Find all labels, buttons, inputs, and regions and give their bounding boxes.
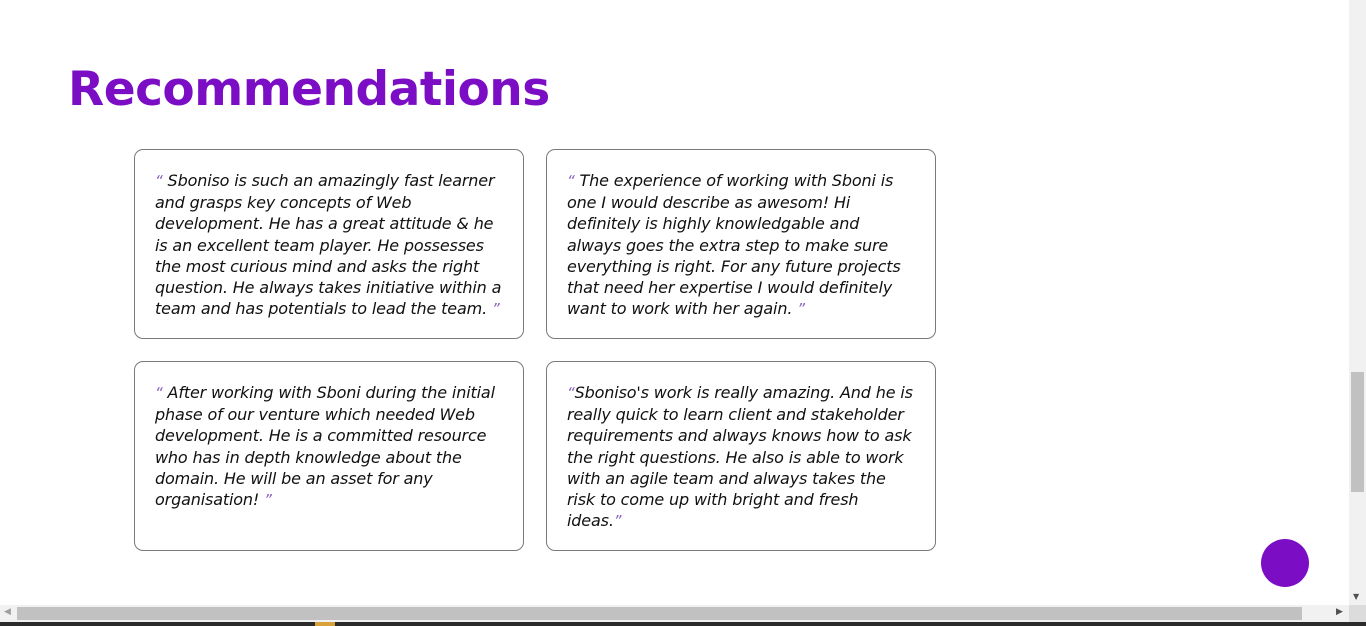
open-quote-icon: “ [567, 172, 575, 190]
recommendation-text: “ Sboniso is such an amazingly fast lear… [155, 170, 505, 320]
close-quote-icon: ” [613, 512, 622, 531]
close-quote-icon: ” [797, 300, 805, 319]
recommendation-text: “ After working with Sboni during the in… [155, 382, 505, 511]
recommendation-text: “ The experience of working with Sboni i… [567, 170, 917, 320]
scrollbar-corner [1349, 605, 1366, 622]
recommendation-text: “Sboniso's work is really amazing. And h… [567, 382, 917, 532]
close-quote-icon: ” [264, 491, 272, 510]
recommendation-card: “ Sboniso is such an amazingly fast lear… [134, 149, 524, 339]
section-title: Recommendations [68, 62, 550, 117]
taskbar-highlight [315, 622, 335, 626]
floating-action-button[interactable] [1261, 539, 1309, 587]
page-viewport: Recommendations “ Sboniso is such an ama… [68, 62, 1309, 587]
scroll-right-icon[interactable]: ▶ [1336, 607, 1343, 617]
recommendation-card: “ After working with Sboni during the in… [134, 361, 524, 551]
open-quote-icon: “ [155, 384, 163, 402]
scroll-down-icon[interactable]: ▼ [1353, 592, 1360, 601]
horizontal-scrollbar[interactable]: ◀ ▶ [0, 605, 1349, 622]
recommendation-body: After working with Sboni during the init… [155, 383, 495, 510]
recommendation-body: Sboniso is such an amazingly fast learne… [155, 171, 502, 319]
recommendation-body: Sboniso's work is really amazing. And he… [567, 383, 913, 531]
horizontal-scroll-thumb[interactable] [17, 607, 1302, 620]
close-quote-icon: ” [491, 300, 500, 319]
recommendation-body: The experience of working with Sboni is … [567, 171, 901, 319]
recommendation-card: “Sboniso's work is really amazing. And h… [546, 361, 936, 551]
taskbar-edge [0, 622, 1366, 626]
vertical-scrollbar[interactable]: ▼ [1349, 0, 1366, 605]
vertical-scroll-thumb[interactable] [1351, 372, 1364, 492]
open-quote-icon: “ [155, 172, 163, 190]
recommendation-card: “ The experience of working with Sboni i… [546, 149, 936, 339]
open-quote-icon: “ [567, 384, 575, 402]
scroll-left-icon[interactable]: ◀ [4, 607, 11, 617]
